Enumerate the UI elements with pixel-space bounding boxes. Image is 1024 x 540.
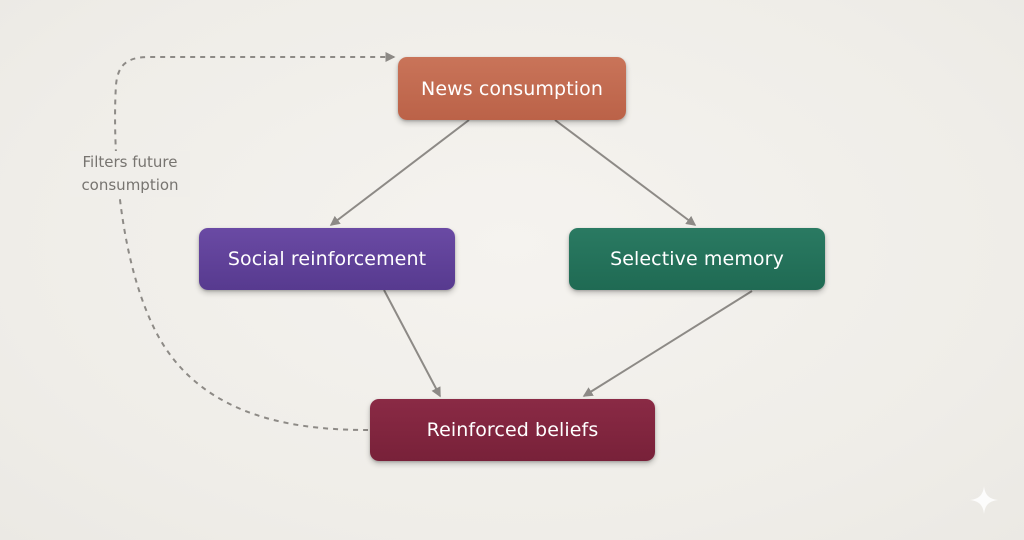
node-news-consumption-label: News consumption: [421, 77, 603, 100]
edge-feedback-beliefs-to-news: [114, 52, 396, 431]
node-news-consumption: News consumption: [398, 57, 626, 120]
edge-social-to-beliefs: [383, 289, 441, 398]
edge-news-to-social: [329, 119, 470, 226]
node-reinforced-beliefs-label: Reinforced beliefs: [426, 419, 599, 441]
node-reinforced-beliefs: Reinforced beliefs: [370, 399, 655, 461]
node-selective-memory: Selective memory: [569, 228, 825, 290]
feedback-label-line2: consumption: [81, 176, 179, 194]
node-selective-memory-label: Selective memory: [610, 248, 784, 270]
sparkle-icon: [970, 486, 998, 514]
node-social-reinforcement: Social reinforcement: [199, 228, 455, 290]
feedback-label: Filters future consumption: [70, 151, 190, 197]
node-social-reinforcement-label: Social reinforcement: [227, 248, 427, 270]
edge-memory-to-beliefs: [582, 290, 753, 397]
edge-news-to-memory: [554, 119, 697, 226]
feedback-label-line1: Filters future: [82, 153, 178, 171]
